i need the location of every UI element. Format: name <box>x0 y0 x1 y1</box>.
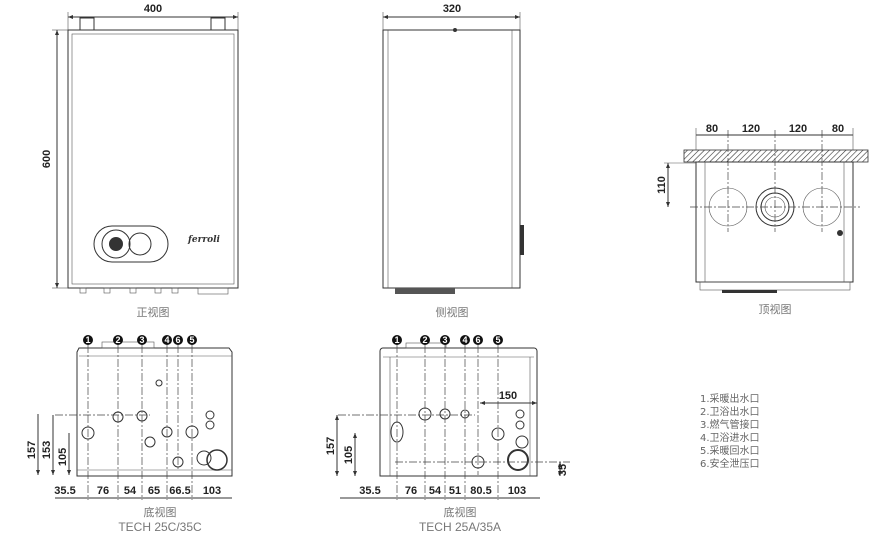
svg-text:6: 6 <box>475 335 480 345</box>
bottom-c-model: TECH 25C/35C <box>118 520 202 534</box>
brand-logo: ferroli <box>187 235 221 245</box>
front-width-dim: 400 <box>144 3 162 15</box>
markers-c: 1 2 3 4 6 5 <box>83 335 197 345</box>
marker-2: 2 <box>113 335 123 345</box>
marker-4: 4 <box>460 335 470 345</box>
dim-a-35: 35 <box>557 464 569 476</box>
vdim-c-105: 105 <box>57 448 69 466</box>
svg-text:6: 6 <box>175 335 180 345</box>
side-view: 320 侧视图 <box>382 3 524 319</box>
top-view: 80 120 120 80 110 顶视图 <box>656 123 869 316</box>
marker-1: 1 <box>392 335 402 345</box>
bottom-a-model: TECH 25A/35A <box>419 520 501 534</box>
vdim-c-153: 153 <box>41 441 53 459</box>
top-dim-4: 80 <box>832 123 844 135</box>
dim-a-150: 150 <box>499 390 517 402</box>
marker-6: 6 <box>473 335 483 345</box>
top-dim-2: 120 <box>742 123 760 135</box>
dim-c-3: 54 <box>124 485 137 497</box>
top-dim-3: 120 <box>789 123 807 135</box>
bottom-view-c: 1 2 3 4 6 5 35.5 76 54 65 66.5 103 157 1… <box>26 335 233 534</box>
marker-5: 5 <box>493 335 503 345</box>
marker-1: 1 <box>83 335 93 345</box>
bottom-a-caption: 底视图 <box>444 505 477 519</box>
marker-2: 2 <box>420 335 430 345</box>
svg-text:3: 3 <box>139 335 144 345</box>
marker-4: 4 <box>162 335 172 345</box>
side-view-caption: 侧视图 <box>436 305 469 319</box>
dim-c-6: 103 <box>203 485 221 497</box>
legend-item: 2.卫浴出水口 <box>700 405 760 418</box>
legend: 1.采暖出水口 2.卫浴出水口 3.燃气管接口 4.卫浴进水口 5.采暖回水口 … <box>700 392 760 470</box>
markers-a: 1 2 3 4 6 5 <box>392 335 503 345</box>
vdim-a-157: 157 <box>325 437 337 455</box>
svg-text:3: 3 <box>442 335 447 345</box>
dim-a-2: 76 <box>405 485 417 497</box>
vdim-c-157: 157 <box>26 441 38 459</box>
svg-text:1: 1 <box>85 335 90 345</box>
legend-item: 5.采暖回水口 <box>700 444 760 457</box>
top-depth-dim: 110 <box>656 176 668 194</box>
marker-5: 5 <box>187 335 197 345</box>
legend-item: 3.燃气管接口 <box>700 418 760 431</box>
dim-c-4: 65 <box>148 485 160 497</box>
side-width-dim: 320 <box>443 3 461 15</box>
bottom-view-a: 1 2 3 4 6 5 150 35 35.5 76 54 51 80.5 10… <box>325 335 570 534</box>
dim-a-4: 51 <box>449 485 461 497</box>
marker-3: 3 <box>137 335 147 345</box>
front-view-caption: 正视图 <box>137 305 170 319</box>
dim-a-1: 35.5 <box>359 485 380 497</box>
dim-c-5: 66.5 <box>169 485 190 497</box>
legend-item: 6.安全泄压口 <box>700 457 760 470</box>
svg-text:4: 4 <box>462 335 467 345</box>
dim-a-6: 103 <box>508 485 526 497</box>
vdim-a-105: 105 <box>343 446 355 464</box>
bottom-c-caption: 底视图 <box>144 505 177 519</box>
marker-6: 6 <box>173 335 183 345</box>
dim-c-1: 35.5 <box>54 485 75 497</box>
front-height-dim: 600 <box>41 150 53 168</box>
legend-item: 1.采暖出水口 <box>700 392 760 405</box>
svg-text:5: 5 <box>189 335 194 345</box>
top-dim-1: 80 <box>706 123 718 135</box>
top-view-caption: 顶视图 <box>759 302 792 316</box>
svg-text:4: 4 <box>164 335 169 345</box>
svg-text:2: 2 <box>115 335 120 345</box>
legend-item: 4.卫浴进水口 <box>700 432 760 444</box>
marker-3: 3 <box>440 335 450 345</box>
front-view: 400 600 ferroli 正视图 <box>41 3 239 319</box>
svg-text:1: 1 <box>394 335 399 345</box>
dim-c-2: 76 <box>97 485 109 497</box>
svg-text:5: 5 <box>495 335 500 345</box>
dim-a-3: 54 <box>429 485 442 497</box>
svg-text:2: 2 <box>422 335 427 345</box>
control-panel <box>93 225 169 263</box>
dim-a-5: 80.5 <box>470 485 491 497</box>
